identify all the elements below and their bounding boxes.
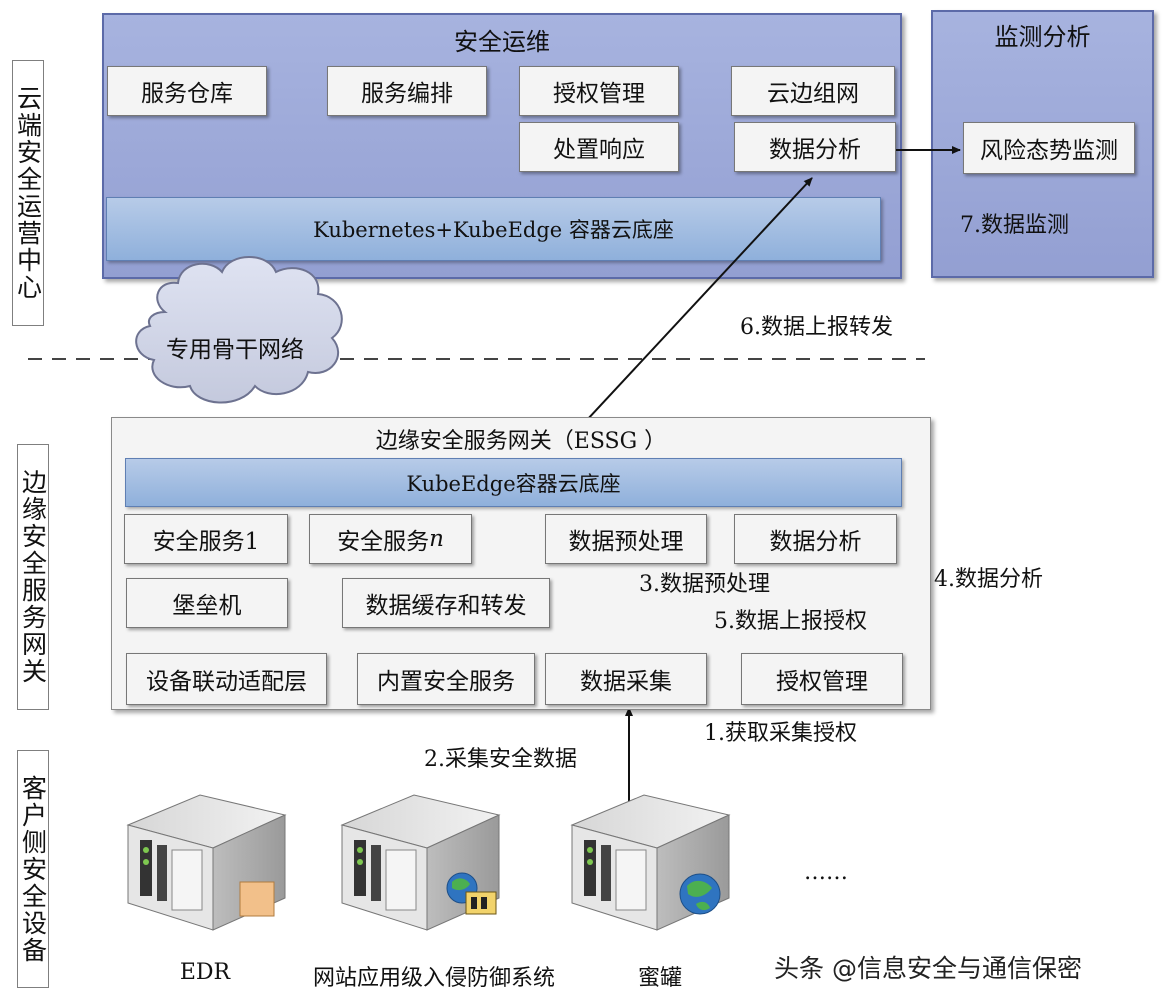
cloud-ops-title: 安全运维 [454, 28, 550, 56]
honeypot-server-icon [570, 794, 731, 931]
bastion-host-box: 堡垒机 [126, 578, 288, 628]
device-adapter-layer-box: 设备联动适配层 [126, 653, 327, 705]
kubeedge-base-bar: KubeEdge容器云底座 [125, 458, 902, 507]
step-1-label: 1.获取采集授权 [704, 721, 857, 746]
step-2-label: 2.采集安全数据 [424, 747, 577, 772]
backbone-network-label: 专用骨干网络 [166, 337, 304, 363]
more-devices-ellipsis: …… [804, 860, 848, 885]
step-7-label: 7.数据监测 [960, 213, 1069, 238]
cloud-auth-management-box: 授权管理 [519, 66, 679, 116]
side-label-cloud: 云端安全运营中心 [12, 60, 44, 326]
data-collection-box: 数据采集 [545, 653, 707, 705]
service-orchestration-box: 服务编排 [327, 66, 487, 116]
step-6-label: 6.数据上报转发 [740, 315, 893, 340]
data-cache-forward-box: 数据缓存和转发 [342, 578, 550, 628]
risk-situation-monitoring-box: 风险态势监测 [963, 122, 1135, 174]
device-label-honeypot: 蜜罐 [637, 966, 682, 991]
security-service-n-prefix: 安全服务 [337, 529, 430, 555]
k8s-kubeedge-base-bar: Kubernetes+KubeEdge 容器云底座 [106, 197, 881, 261]
builtin-security-service-box: 内置安全服务 [357, 653, 535, 705]
security-service-n-suffix: n [429, 526, 444, 552]
cloud-edge-network-box: 云边组网 [731, 66, 895, 116]
step-5-label: 5.数据上报授权 [714, 609, 867, 634]
side-label-edge: 边缘安全服务网关 [17, 444, 49, 710]
step-4-label: 4.数据分析 [934, 567, 1043, 592]
monitor-analysis-title: 监测分析 [994, 23, 1091, 51]
source-watermark: 头条 @信息安全与通信保密 [774, 954, 1082, 983]
edge-auth-management-box: 授权管理 [741, 653, 903, 705]
side-label-client: 客户侧安全设备 [17, 750, 49, 988]
edr-server-icon [126, 794, 287, 931]
cloud-data-analysis-box: 数据分析 [734, 122, 896, 172]
step-3-label: 3.数据预处理 [639, 572, 770, 597]
device-label-web-ips: 网站应用级入侵防御系统 [312, 966, 555, 991]
web-ips-server-icon [340, 794, 501, 931]
essg-title: 边缘安全服务网关（ESSG ） [375, 429, 667, 454]
data-preprocess-box: 数据预处理 [545, 514, 707, 564]
device-label-edr: EDR [179, 960, 231, 985]
security-service-1-box: 安全服务1 [124, 514, 288, 564]
disposal-response-box: 处置响应 [519, 122, 679, 172]
edge-data-analysis-box: 数据分析 [734, 514, 897, 564]
backbone-network-cloud-icon [135, 256, 343, 404]
service-repo-box: 服务仓库 [107, 66, 267, 116]
